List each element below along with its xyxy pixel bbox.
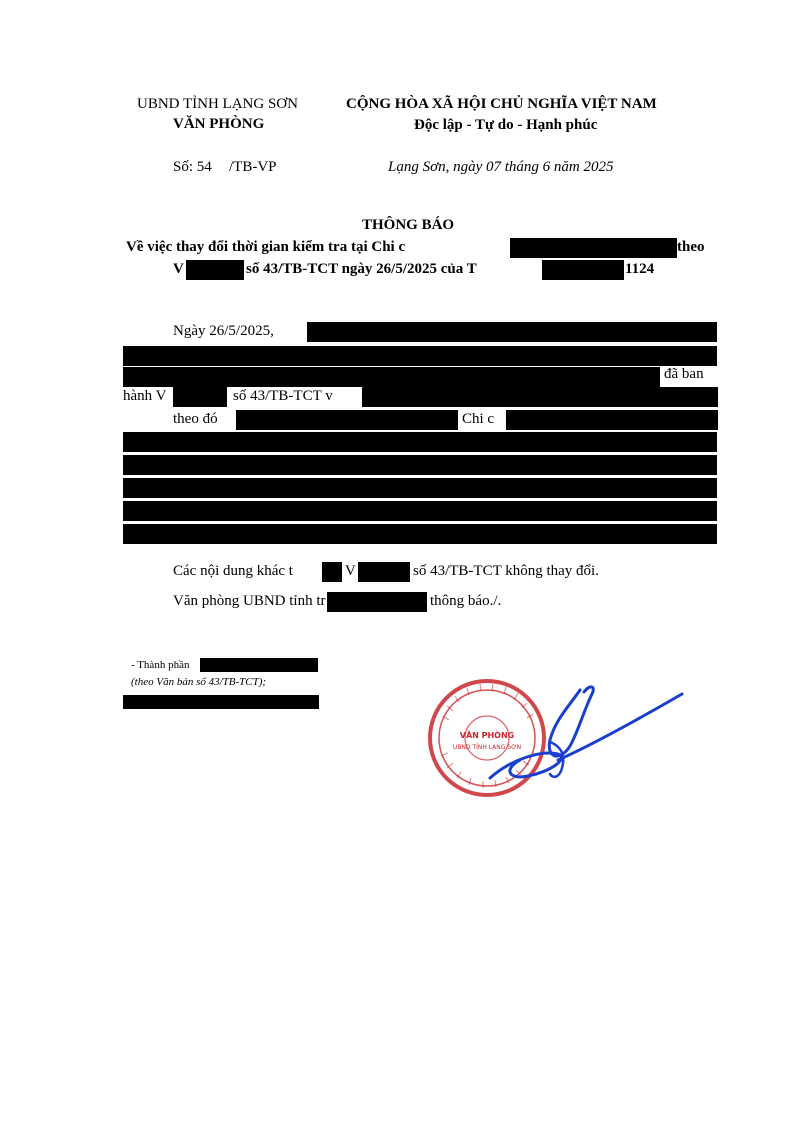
redaction-block bbox=[236, 410, 458, 430]
redaction-block bbox=[123, 346, 717, 366]
doc-subtitle-line1-end: theo bbox=[677, 239, 705, 255]
body-p2-end: đã ban bbox=[664, 366, 704, 382]
nation-name: CỘNG HÒA XÃ HỘI CHỦ NGHĨA VIỆT NAM bbox=[346, 96, 657, 112]
redaction-block bbox=[362, 387, 718, 407]
redaction-block bbox=[542, 260, 624, 280]
recipients-line2: (theo Văn bản số 43/TB-TCT); bbox=[131, 676, 267, 688]
office-name: VĂN PHÒNG bbox=[173, 116, 265, 132]
body-p5-mid2: số 43/TB-TCT không thay đổi. bbox=[413, 563, 599, 579]
redaction-block bbox=[506, 410, 718, 430]
doc-subtitle-line2-end: 1124 bbox=[625, 261, 655, 277]
redaction-block bbox=[123, 478, 717, 498]
redaction-block bbox=[123, 455, 717, 475]
redaction-block bbox=[200, 658, 318, 672]
seal-center-text-2: UBND TỈNH LẠNG SƠN bbox=[453, 743, 521, 751]
redaction-block bbox=[186, 260, 244, 280]
redaction-block bbox=[327, 592, 427, 612]
agency-name: UBND TỈNH LẠNG SƠN bbox=[137, 96, 298, 112]
body-p1-start: Ngày 26/5/2025, bbox=[173, 323, 274, 339]
body-p4-start: theo đó bbox=[173, 411, 218, 427]
body-p6-end: thông báo./. bbox=[430, 593, 502, 609]
redaction-block bbox=[123, 524, 717, 544]
redaction-block bbox=[123, 501, 717, 521]
recipients-line1: - Thành phần bbox=[131, 659, 190, 671]
place-date: Lạng Sơn, ngày 07 tháng 6 năm 2025 bbox=[388, 159, 614, 175]
redaction-block bbox=[358, 562, 410, 582]
doc-subtitle-line2-mid: số 43/TB-TCT ngày 26/5/2025 của T bbox=[246, 261, 477, 277]
redaction-block bbox=[123, 432, 717, 452]
body-p6-start: Văn phòng UBND tỉnh tr bbox=[173, 593, 326, 609]
body-p3-mid: số 43/TB-TCT v bbox=[233, 388, 333, 404]
official-seal: VĂN PHÒNG UBND TỈNH LẠNG SƠN bbox=[428, 679, 546, 797]
body-p5-mid1: V bbox=[345, 563, 356, 579]
redaction-block bbox=[173, 387, 227, 407]
signature bbox=[488, 685, 684, 780]
body-p5-start: Các nội dung khác t bbox=[173, 563, 293, 579]
doc-number-prefix: Số: 54 bbox=[173, 159, 212, 175]
redaction-block bbox=[510, 238, 677, 258]
doc-subtitle-line1-start: Về việc thay đổi thời gian kiểm tra tại … bbox=[126, 239, 406, 255]
seal-center-text-1: VĂN PHÒNG bbox=[460, 729, 514, 740]
body-p4-mid: Chi c bbox=[462, 411, 495, 427]
redaction-block bbox=[123, 695, 319, 709]
doc-number-suffix: /TB-VP bbox=[229, 159, 277, 175]
nation-motto: Độc lập - Tự do - Hạnh phúc bbox=[414, 117, 598, 133]
body-p3-start: hành V bbox=[123, 388, 167, 404]
redaction-block bbox=[123, 367, 660, 387]
doc-subtitle-line2-start: V bbox=[173, 261, 184, 277]
doc-title: THÔNG BÁO bbox=[362, 217, 455, 233]
redaction-block bbox=[322, 562, 342, 582]
redaction-block bbox=[307, 322, 717, 342]
